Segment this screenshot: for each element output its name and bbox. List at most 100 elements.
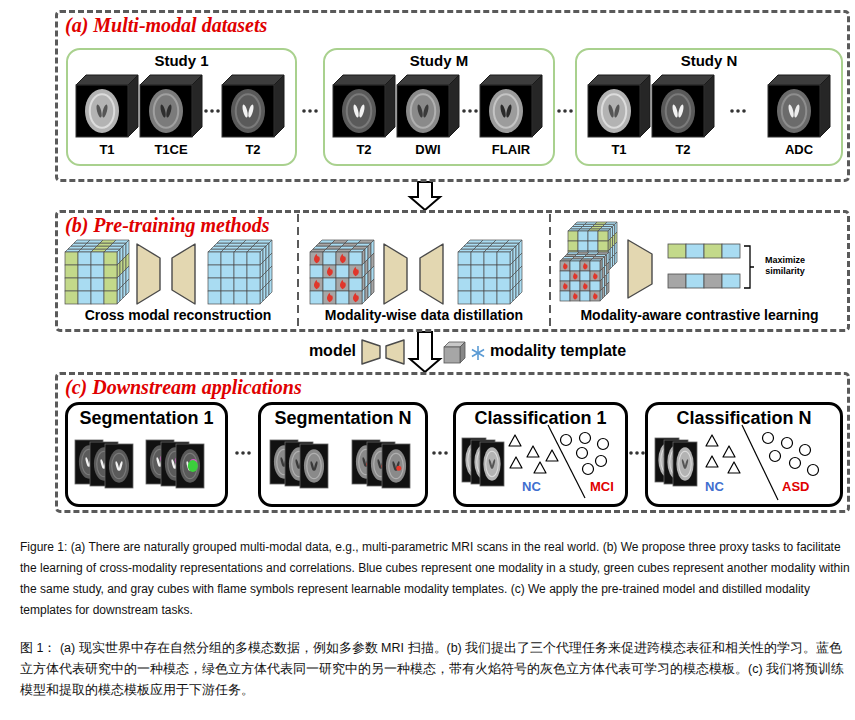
grid-cube — [615, 252, 617, 264]
decoder-block — [172, 244, 195, 304]
grid-cube — [568, 241, 578, 251]
grid-cube — [349, 265, 362, 278]
mri-cube — [489, 89, 523, 133]
grid-cube — [593, 292, 597, 299]
grid-cube — [310, 291, 323, 304]
grid-cube — [484, 252, 497, 265]
grid-cube — [570, 281, 580, 291]
grid-cube — [497, 252, 510, 265]
similarity-bracket — [744, 246, 754, 288]
grid-cube — [365, 285, 368, 301]
grid-cube — [247, 265, 260, 278]
grid-cube — [573, 272, 577, 279]
modality-label: T2 — [222, 143, 284, 158]
grid-cube — [510, 288, 513, 304]
icon-label: model — [270, 342, 356, 360]
grid-cube — [598, 241, 608, 251]
ellipsis-dots — [235, 451, 251, 455]
mri-cube — [416, 104, 423, 118]
grid-cube — [349, 291, 362, 304]
ellipsis-dots — [432, 451, 448, 455]
mri-cube — [76, 75, 138, 85]
grid-cube — [336, 252, 349, 265]
grid-cube — [310, 265, 323, 278]
grid-cube — [117, 288, 120, 304]
grid-cube — [65, 252, 78, 265]
mri-slices — [183, 453, 198, 478]
mri-volume-box: DWI — [397, 75, 459, 162]
grid-cube — [458, 278, 471, 291]
template-icon — [460, 342, 465, 363]
class-scatter — [808, 465, 819, 476]
task-box: Classification NNCASD — [645, 402, 843, 507]
grid-cube — [471, 265, 484, 278]
grid-cube — [323, 291, 336, 304]
modality-label: ADC — [768, 143, 830, 158]
grid-cube — [208, 265, 221, 278]
mri-cube — [101, 104, 108, 118]
grid-cube — [247, 252, 260, 265]
grid-cube — [484, 278, 497, 291]
mri-slices — [352, 440, 410, 488]
ellipsis-dots — [444, 451, 448, 455]
method-caption: Modality-aware contrastive learning — [552, 307, 847, 323]
similarity-bracket — [744, 246, 754, 288]
mri-slices — [307, 453, 322, 478]
grid-cube — [91, 291, 104, 304]
grid-cube — [234, 252, 247, 265]
mri-cube — [449, 75, 459, 137]
mri-cube — [165, 104, 172, 118]
mri-cube — [820, 75, 830, 137]
modality-label: FLAIR — [480, 143, 542, 158]
mri-cube — [782, 94, 806, 127]
grid-cube — [104, 265, 117, 278]
grid-cube — [260, 288, 263, 304]
feature-vector — [704, 244, 722, 258]
ellipsis-dots — [210, 109, 214, 113]
feature-vector — [722, 244, 740, 258]
grid-cube — [578, 231, 588, 241]
template-icon — [444, 342, 465, 363]
mri-cube — [661, 89, 695, 133]
flow-arrow — [410, 332, 440, 372]
grid-cube — [336, 291, 349, 304]
modality-label: T2 — [652, 143, 714, 158]
encoder-block — [137, 244, 160, 304]
grid-cube — [310, 252, 323, 265]
task-title: Segmentation 1 — [68, 408, 225, 429]
model-icon — [362, 340, 380, 364]
mri-cube — [247, 104, 254, 118]
feature-vector — [668, 244, 740, 288]
panel-heading: (c) Downstream applications — [65, 376, 302, 398]
grid-cube — [580, 291, 590, 301]
mri-cube — [397, 75, 459, 85]
ellipsis-dots — [730, 109, 746, 113]
mri-cube — [480, 75, 542, 85]
grid-cube — [104, 278, 117, 291]
panel-separator — [297, 214, 299, 329]
mri-cube — [499, 104, 506, 118]
mri-slices — [483, 447, 500, 480]
grid-cube — [583, 282, 587, 289]
grid-cube — [368, 282, 371, 298]
mri-cube — [607, 104, 614, 118]
class-scatter — [706, 456, 718, 467]
study-box: T1T1CET2Study 1 — [66, 48, 297, 166]
mri-cube — [640, 75, 650, 137]
mri-cube — [768, 75, 830, 85]
ellipsis-dots — [216, 109, 220, 113]
ellipsis-dots — [474, 109, 478, 113]
grid-cube — [588, 241, 598, 251]
mri-cube — [231, 89, 265, 133]
grid-cube — [588, 231, 598, 241]
grid-cube — [310, 240, 374, 304]
mri-cube — [652, 75, 714, 137]
mri-cube — [140, 75, 202, 85]
mri-slices — [180, 449, 200, 482]
grid-cube — [65, 265, 78, 278]
grid-cube — [568, 231, 578, 241]
grid-cube — [516, 282, 519, 298]
class-scatter — [782, 438, 793, 449]
mri-cube — [652, 75, 714, 85]
mri-cube — [652, 85, 704, 137]
